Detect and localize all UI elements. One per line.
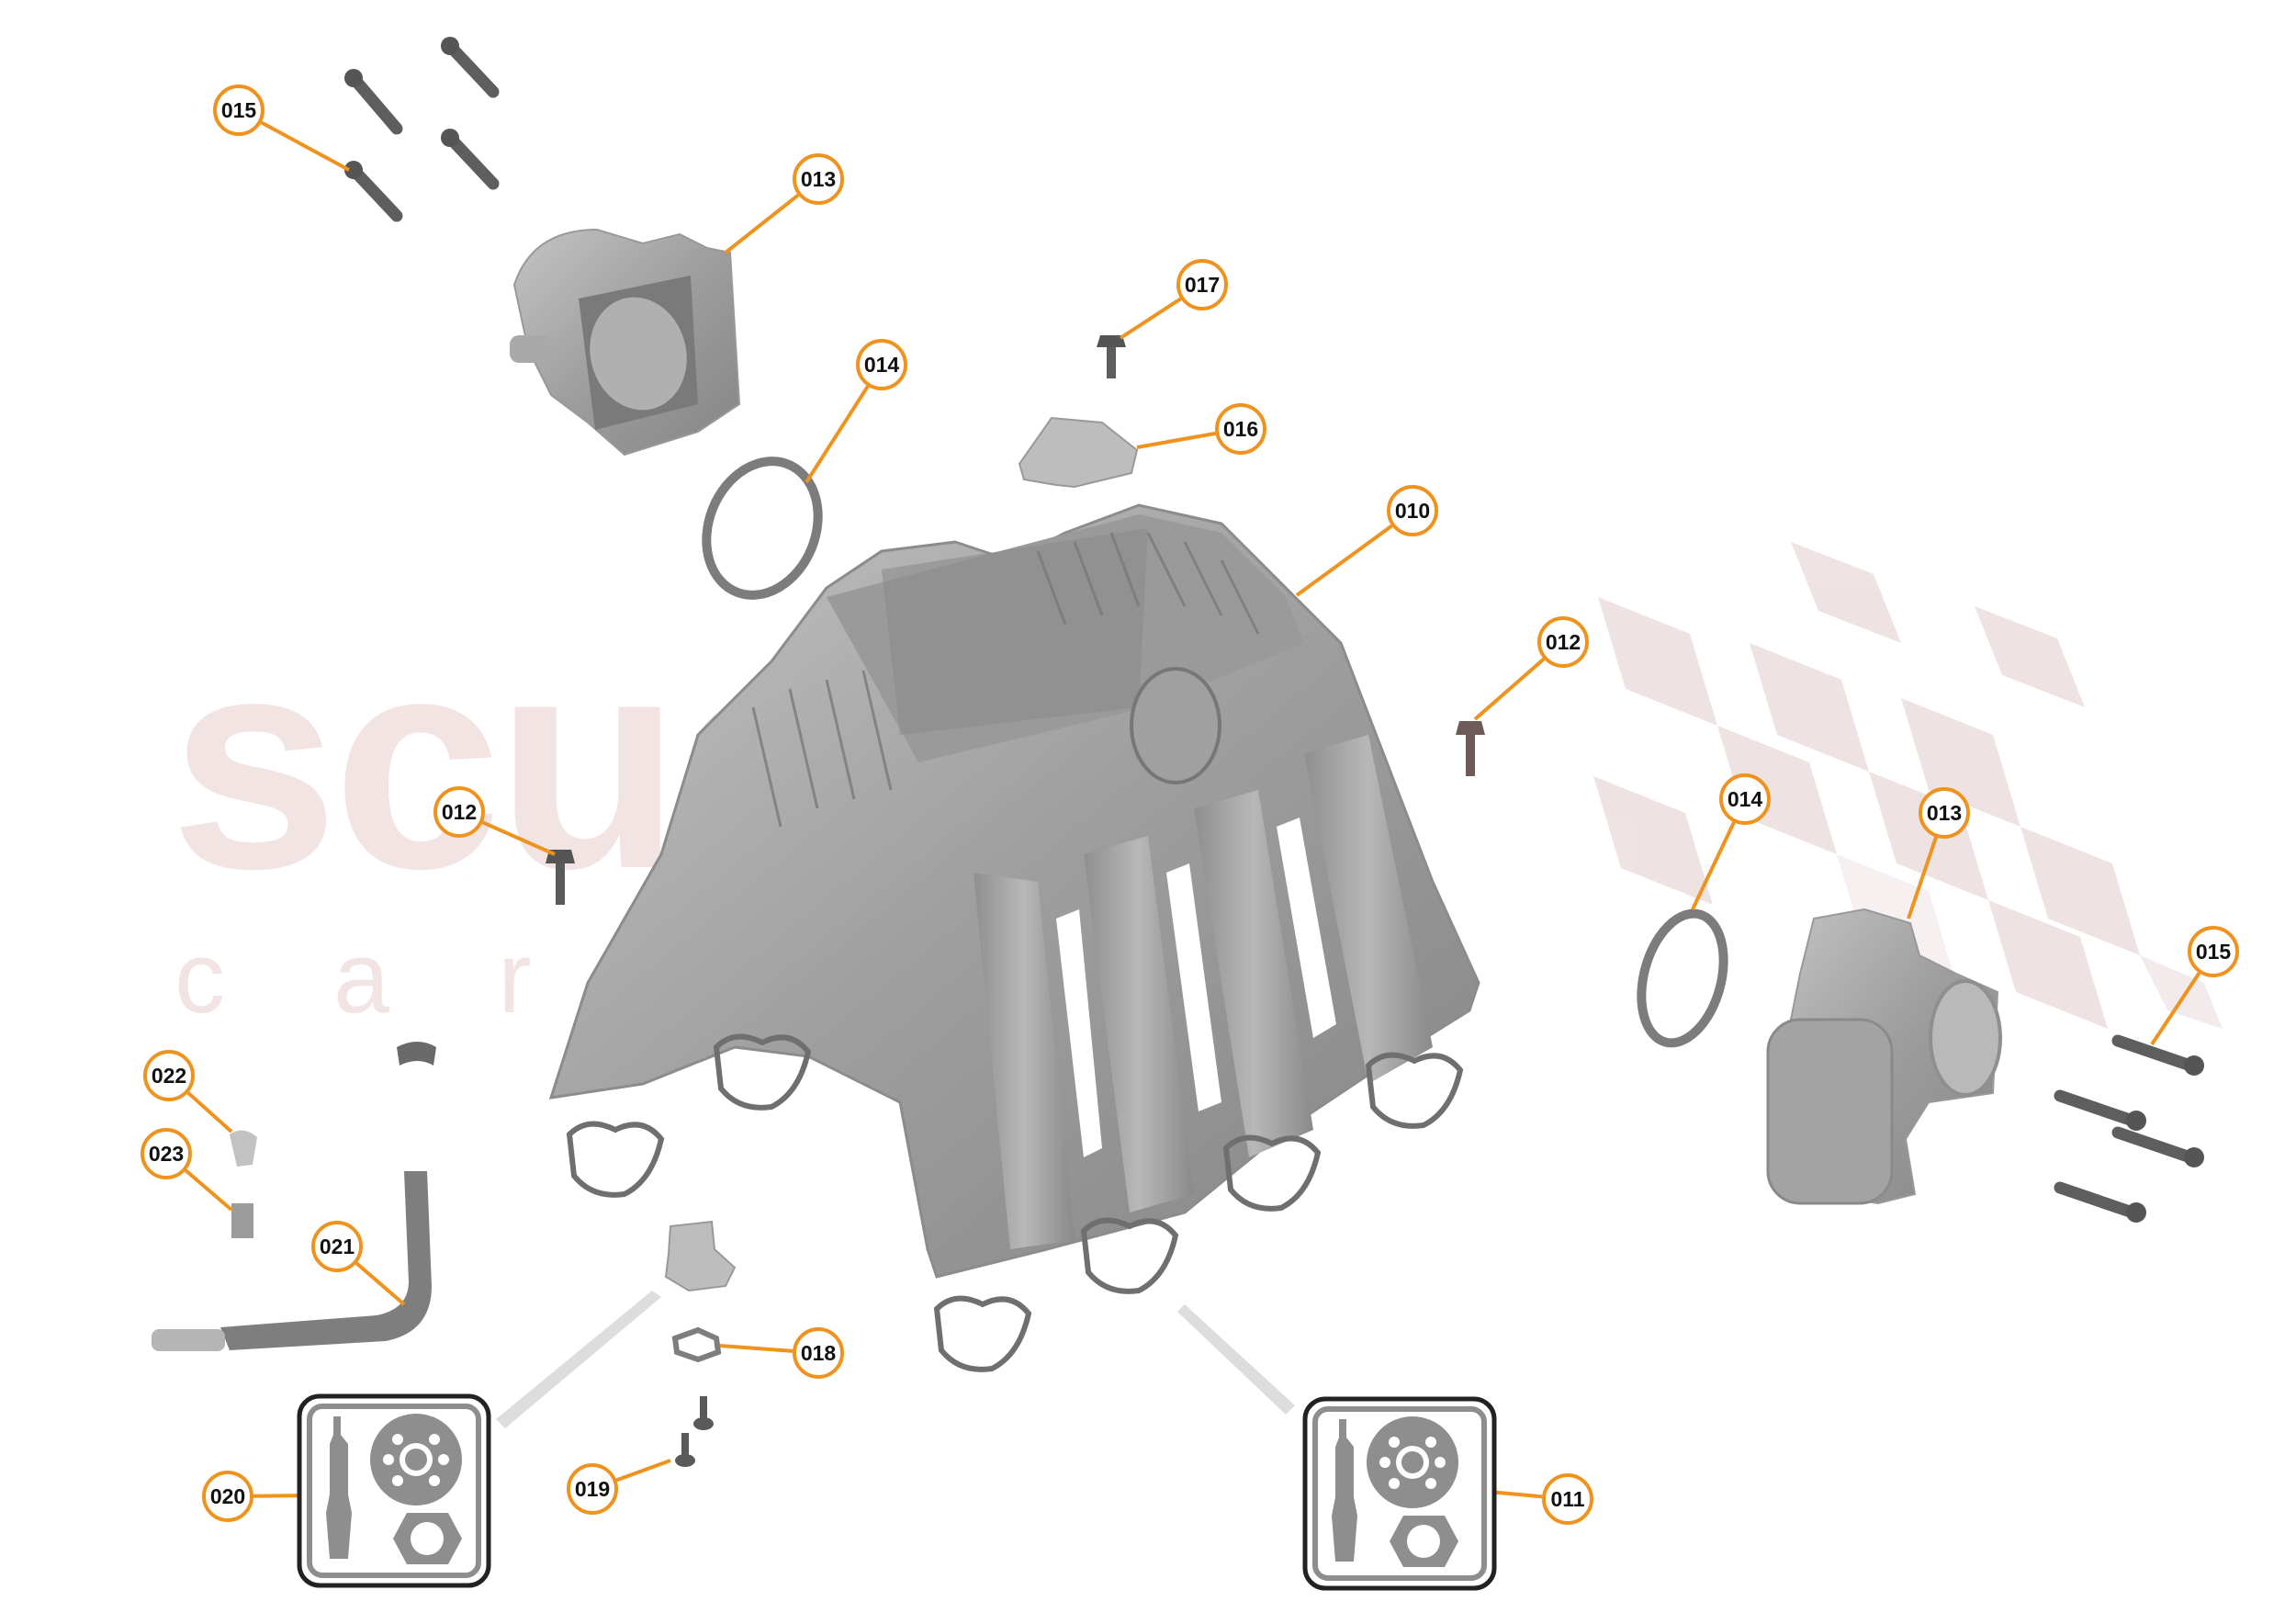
callout-023-hose-clamp[interactable]: 023 [141, 1128, 192, 1179]
callout-019-screw[interactable]: 019 [567, 1463, 618, 1515]
leader-line-015 [2150, 972, 2201, 1046]
callout-016-pressure-sensor[interactable]: 016 [1215, 403, 1266, 455]
hose-clamp-icon [231, 1203, 253, 1238]
throttle-body-icon [510, 228, 741, 457]
callout-013-throttle-body-upper[interactable]: 013 [793, 153, 844, 205]
throttle-body-icon-right [1766, 908, 2002, 1205]
leader-line-016 [1136, 431, 1216, 449]
callout-015-throttle-body-bolts-right[interactable]: 015 [2188, 926, 2239, 977]
projection-beam-left [496, 1291, 661, 1428]
sensor-bolt-icon [1097, 335, 1126, 378]
pressure-sensor-icon [1018, 416, 1139, 489]
projection-beam-right [1177, 1304, 1295, 1415]
callout-012-manifold-bolt-right[interactable]: 012 [1537, 616, 1589, 668]
leader-line-019 [615, 1459, 671, 1483]
sealing-ring-icon [671, 1326, 722, 1363]
leader-line-017 [1119, 297, 1182, 340]
hose-clip-icon [230, 1130, 257, 1167]
callout-022-hose-clip[interactable]: 022 [143, 1050, 195, 1101]
callout-014-throttle-body-seal-upper[interactable]: 014 [856, 339, 907, 390]
leader-line-023 [184, 1168, 233, 1212]
repair-kit-icon-left[interactable] [297, 1393, 491, 1588]
leader-line-014 [805, 385, 870, 484]
fitting-icon [664, 1220, 737, 1292]
breather-hose-icon [152, 1042, 436, 1351]
leader-line-013 [724, 193, 800, 254]
intake-manifold-icon [548, 503, 1480, 1279]
screw-icon [675, 1396, 714, 1467]
leader-line-021 [355, 1261, 406, 1306]
leader-line-018 [719, 1344, 793, 1353]
callout-013-throttle-body-right[interactable]: 013 [1919, 787, 1970, 839]
callout-021-breather-hose[interactable]: 021 [311, 1221, 363, 1272]
leader-line-014 [1691, 821, 1736, 910]
leader-line-022 [186, 1091, 233, 1133]
callout-015-throttle-body-bolts-upper[interactable]: 015 [213, 85, 264, 136]
callout-020-kit-left[interactable]: 020 [202, 1471, 253, 1522]
callout-012-manifold-bolt-left[interactable]: 012 [433, 786, 485, 838]
leader-line-015 [260, 120, 350, 172]
leader-line-012 [1473, 657, 1546, 721]
seal-ring-icon-right [1637, 908, 1728, 1048]
bolt-icon-right [2054, 1034, 2197, 1219]
leader-line-010 [1295, 524, 1393, 597]
leader-line-013 [1907, 836, 1938, 919]
bolt-icon [347, 39, 500, 222]
callout-010-intake-manifold[interactable]: 010 [1387, 485, 1438, 536]
callout-014-throttle-body-seal-right[interactable]: 014 [1719, 773, 1771, 825]
callout-017-sensor-bolt[interactable]: 017 [1176, 259, 1228, 310]
repair-kit-icon-right[interactable] [1302, 1396, 1497, 1591]
callout-011-kit-right[interactable]: 011 [1542, 1473, 1593, 1525]
callout-018-sealing-ring[interactable]: 018 [793, 1327, 844, 1379]
leader-line-012 [481, 820, 556, 856]
gasket-icon [566, 1033, 1464, 1372]
seal-ring-icon [702, 457, 823, 600]
